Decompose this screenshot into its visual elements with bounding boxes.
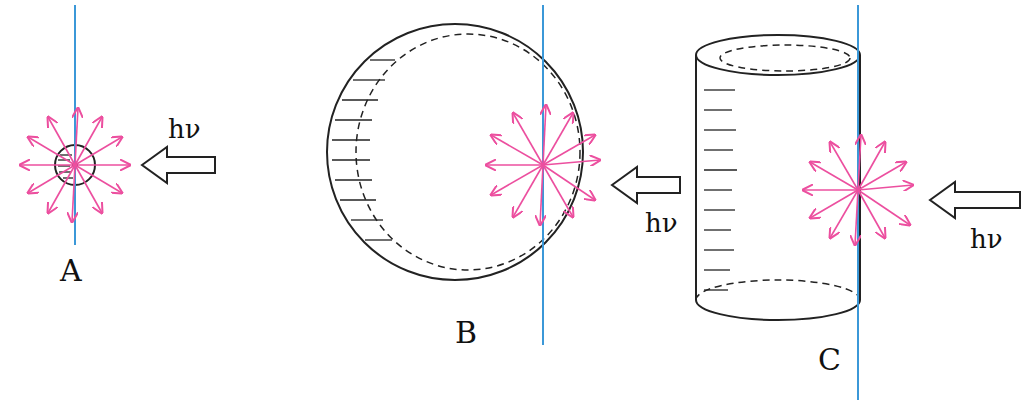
photon-label: hν xyxy=(970,226,1003,252)
figure-letter: C xyxy=(818,345,841,375)
light-arrow xyxy=(930,182,1020,218)
cylinder xyxy=(696,35,860,320)
light-arrow xyxy=(142,147,215,183)
scatter-arrows xyxy=(20,108,130,222)
large-sphere xyxy=(327,24,583,280)
figure-letter: B xyxy=(455,318,477,348)
figure-letter: A xyxy=(60,256,82,286)
photon-label: hν xyxy=(168,116,201,142)
scatter-arrows xyxy=(486,105,600,225)
scatter-arrows xyxy=(803,135,913,245)
blue-axis xyxy=(74,5,76,245)
light-arrow xyxy=(612,167,680,203)
photon-label: hν xyxy=(645,210,678,236)
